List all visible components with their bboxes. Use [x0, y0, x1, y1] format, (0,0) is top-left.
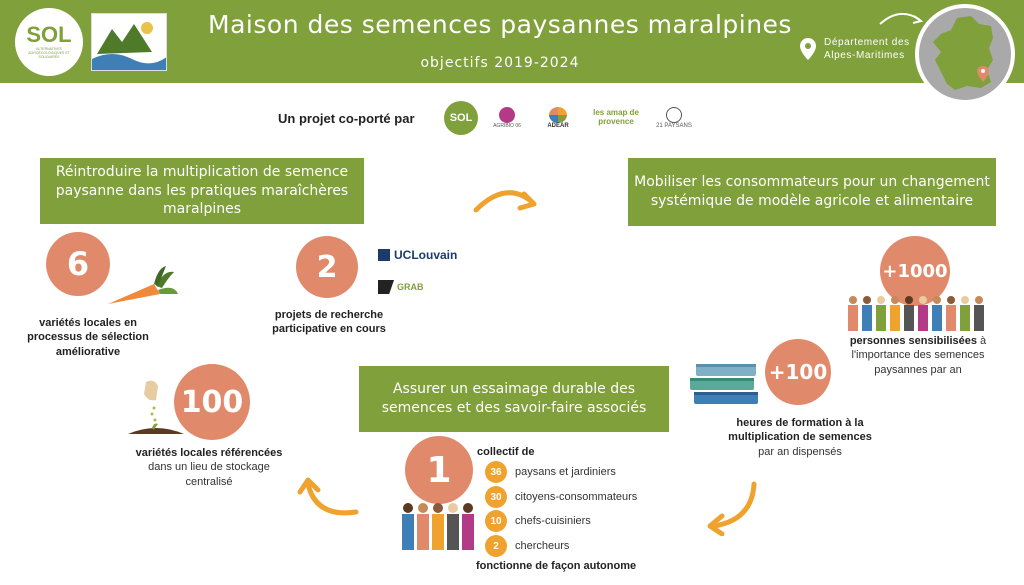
partner-logo-adear: ADEAR	[535, 100, 581, 136]
collectif-member-row: 36 paysans et jardiniers	[485, 461, 616, 483]
objective-2-box: Mobiliser les consommateurs pour un chan…	[628, 158, 996, 226]
dept-line-2: Alpes-Maritimes	[824, 50, 905, 61]
collectif-label: collectif de	[477, 446, 535, 458]
referencees-text: variétés locales référencées dans un lie…	[135, 447, 283, 488]
page-subtitle: objectifs 2019-2024	[420, 55, 580, 71]
coporte-label: Un projet co-porté par	[278, 111, 415, 126]
people-crowd-icon	[848, 296, 984, 331]
orange-arrow-right-icon	[473, 190, 537, 213]
member-label: chefs-cuisiniers	[515, 515, 591, 527]
france-map	[915, 4, 1015, 104]
map-pin-icon	[800, 38, 816, 60]
member-count-badge: 30	[485, 486, 507, 508]
formation-text: heures de formation à la multiplication …	[728, 417, 872, 458]
orange-arrow-up-left-icon	[297, 477, 359, 516]
referencees-count-circle: 100	[174, 364, 250, 440]
member-label: citoyens-consommateurs	[515, 491, 638, 503]
curved-arrow-icon	[879, 13, 924, 25]
header-banner: SOL ALTERNATIVES AGROÉCOLOGIQUES ET SOLI…	[0, 0, 1024, 83]
varietes-text: variétés locales en processus de sélecti…	[27, 317, 149, 358]
partner-logos: SOL AGRIBIO 06 ADEAR les amap de provenc…	[443, 100, 708, 136]
objective-1-box: Réintroduire la multiplication de semenc…	[40, 158, 364, 224]
partner-logo-agribio: AGRIBIO 06	[489, 100, 525, 136]
varietes-count-circle: 6	[46, 232, 110, 296]
grab-logo: GRAB	[378, 280, 424, 294]
dept-line-1: Département des	[824, 37, 910, 48]
partner-logo-amap: les amap de provence	[593, 108, 639, 126]
group-people-icon	[402, 503, 474, 550]
carrot-icon	[108, 266, 178, 304]
seed-hand-icon	[128, 380, 184, 434]
formation-count-circle: +100	[765, 339, 831, 405]
member-label: chercheurs	[515, 540, 570, 552]
member-label: paysans et jardiniers	[515, 466, 616, 478]
sensibilisees-text: personnes sensibilisées à l'importance d…	[849, 335, 987, 376]
orange-arrow-down-left-icon	[707, 481, 757, 536]
collectif-footer: fonctionne de façon autonome	[476, 560, 637, 572]
uclouvain-logo: UCLouvain	[378, 248, 457, 262]
objective-3-box: Assurer un essaimage durable des semence…	[359, 366, 669, 432]
partner-logo-21-paysans: 21 PAYSANS	[651, 100, 697, 136]
maison-semences-logo	[91, 13, 167, 71]
projets-count-circle: 2	[296, 236, 358, 298]
collectif-member-row: 30 citoyens-consommateurs	[485, 486, 637, 508]
collectif-member-row: 2 chercheurs	[485, 535, 569, 557]
partner-logo-sol: SOL	[443, 100, 479, 136]
sol-logo-subtitle: ALTERNATIVES AGROÉCOLOGIQUES ET SOLIDAIR…	[28, 47, 70, 59]
collectif-count-circle: 1	[405, 436, 473, 504]
member-count-badge: 36	[485, 461, 507, 483]
projets-text: projets de recherche participative en co…	[272, 309, 386, 336]
department-label: Département des Alpes-Maritimes	[800, 36, 910, 62]
page-title: Maison des semences paysannes maralpines	[208, 10, 792, 39]
member-count-badge: 2	[485, 535, 507, 557]
collectif-member-row: 10 chefs-cuisiniers	[485, 510, 591, 532]
books-icon	[690, 364, 758, 404]
sol-logo-word: SOL	[26, 22, 72, 48]
sensibilisees-count-circle: +1000	[880, 236, 950, 306]
member-count-badge: 10	[485, 510, 507, 532]
sol-logo: SOL ALTERNATIVES AGROÉCOLOGIQUES ET SOLI…	[15, 8, 83, 76]
